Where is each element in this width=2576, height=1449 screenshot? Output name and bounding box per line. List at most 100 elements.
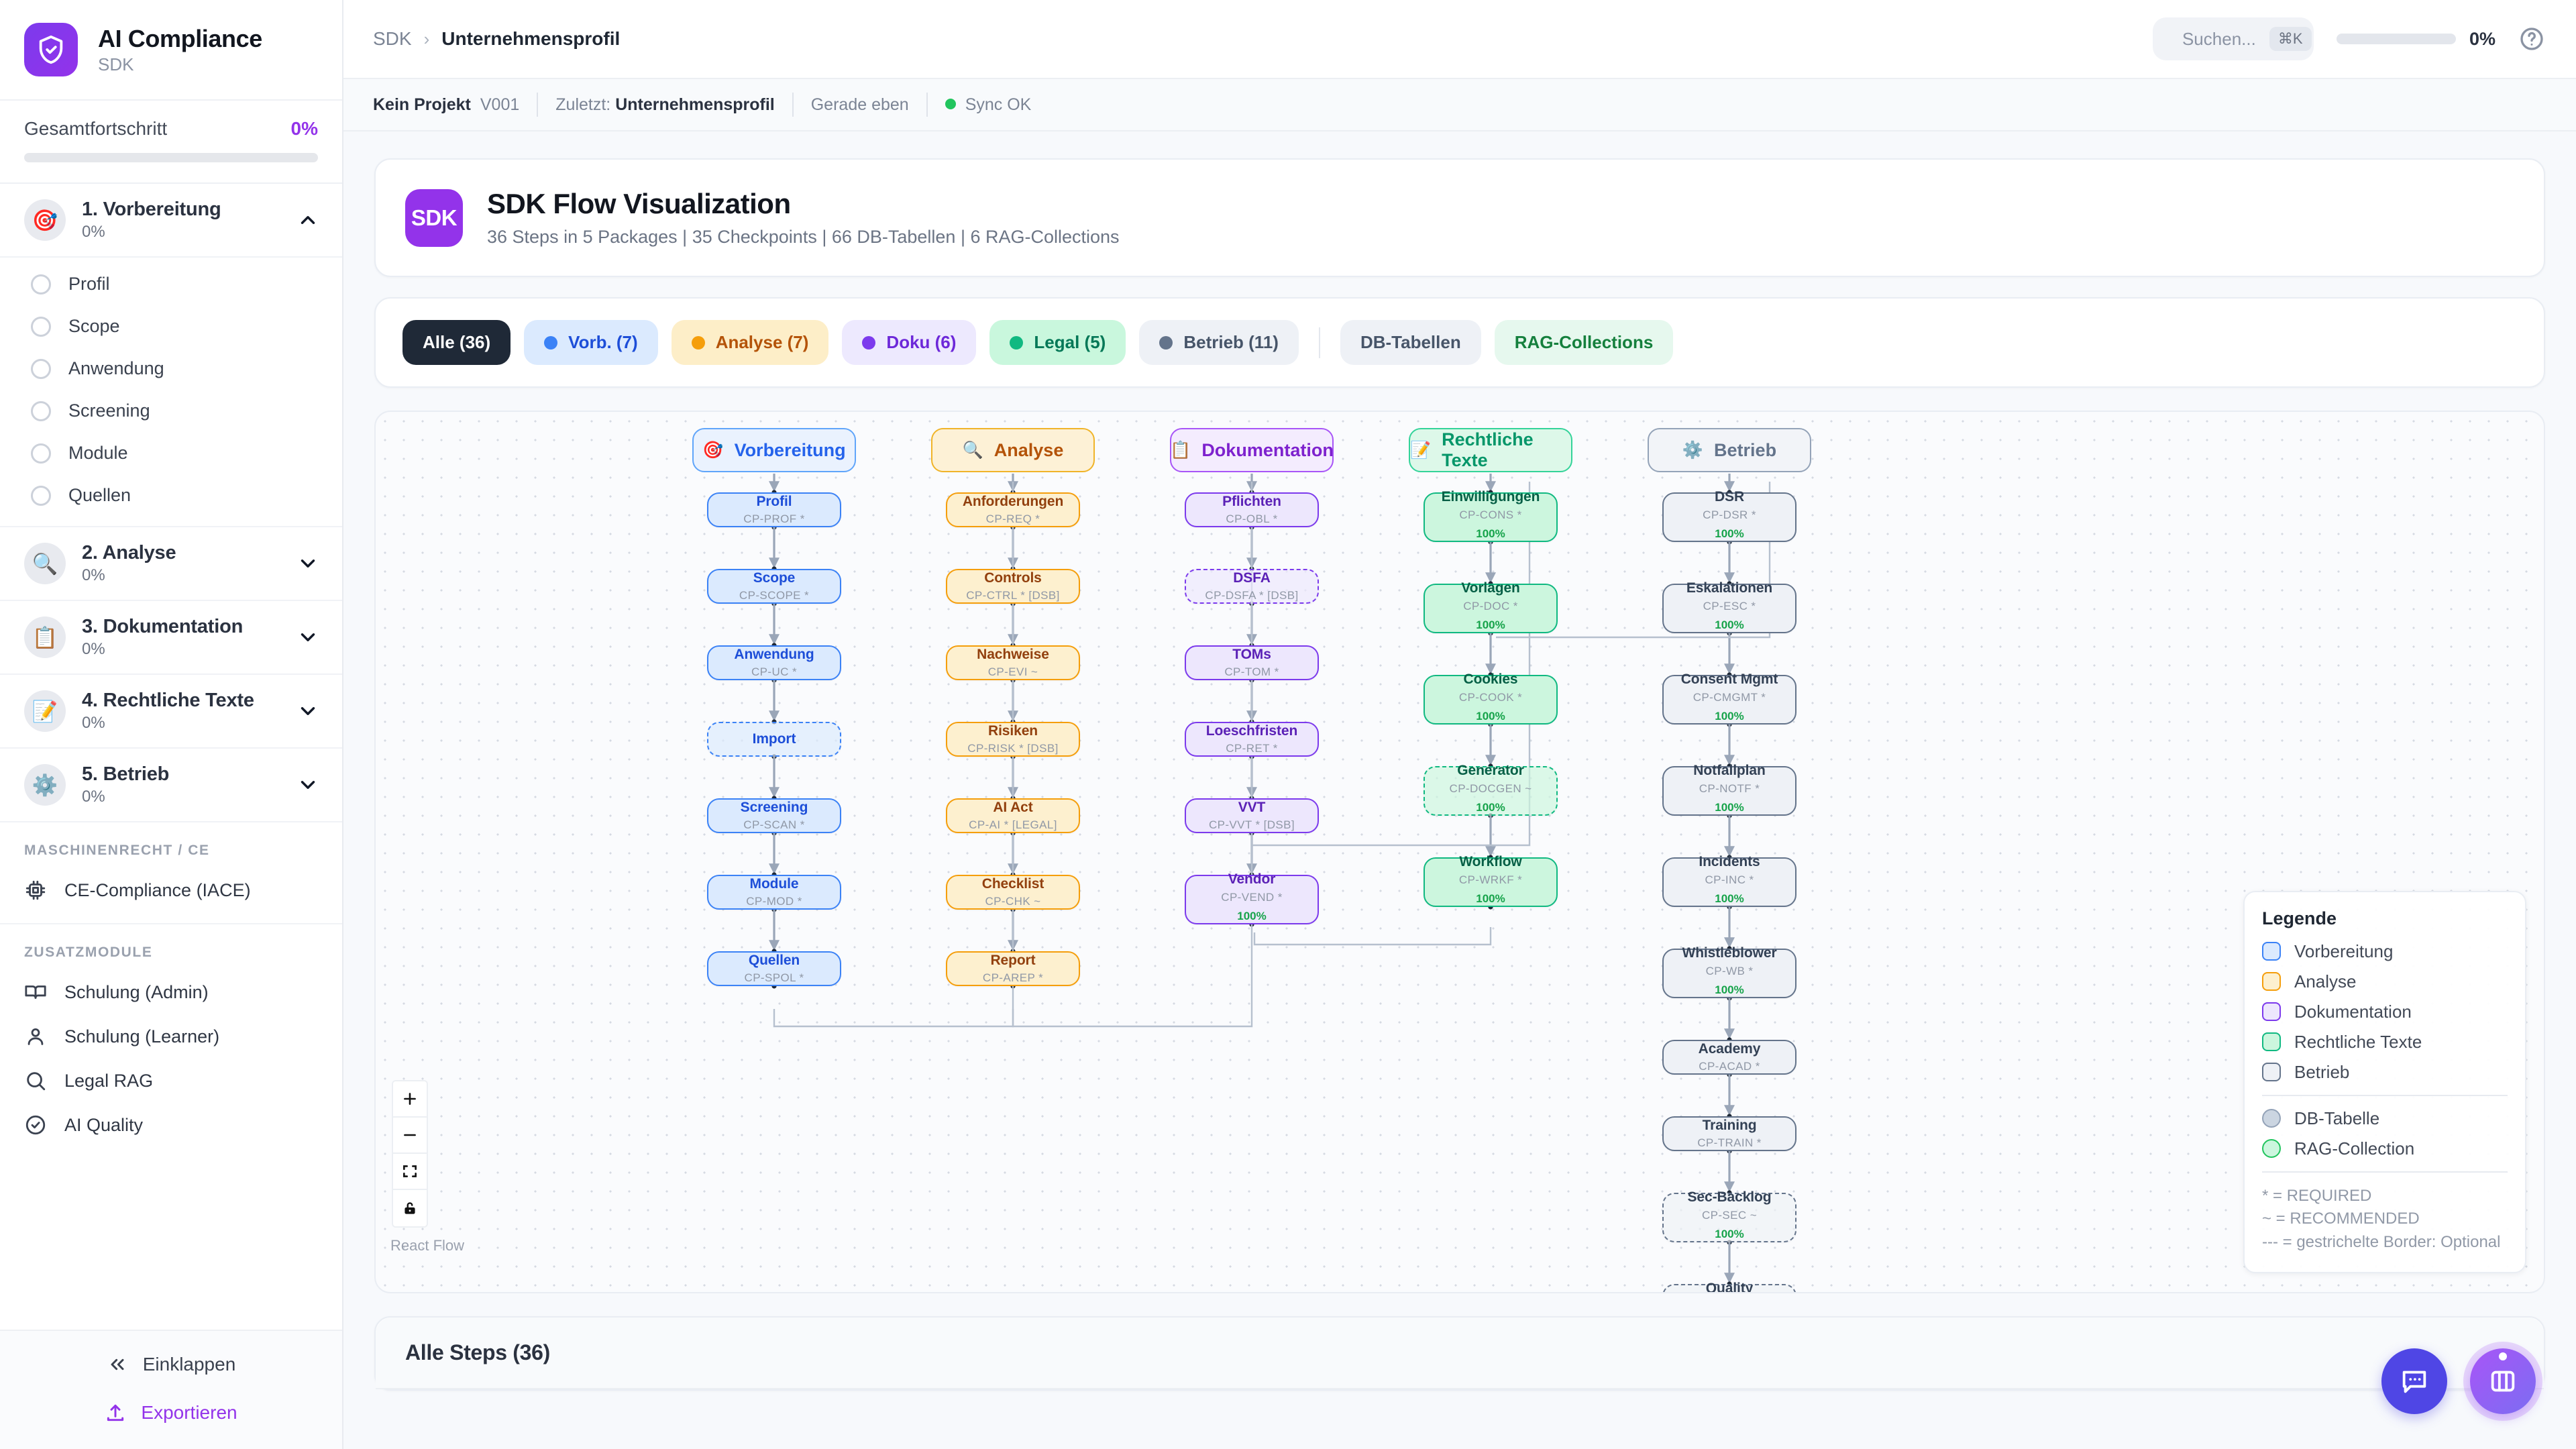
status-circle-icon <box>31 274 51 294</box>
version-label: V001 <box>480 95 520 114</box>
node-code: CP-VEND * <box>1221 890 1283 904</box>
sidebar-phase-dokumentation[interactable]: 📋 3. Dokumentation 0% <box>0 601 342 675</box>
legend-row-package: Dokumentation <box>2262 1002 2508 1022</box>
chevron-down-icon[interactable] <box>297 626 319 649</box>
help-icon[interactable] <box>2518 25 2545 52</box>
lock-button[interactable] <box>393 1190 427 1226</box>
hero-card: SDK SDK Flow Visualization 36 Steps in 5… <box>374 158 2545 277</box>
node-code: CP-AREP * <box>982 971 1044 985</box>
chip-betrieb[interactable]: Betrieb (11) <box>1139 320 1299 365</box>
chip-alle[interactable]: Alle (36) <box>402 320 511 365</box>
chat-fab[interactable] <box>2381 1348 2447 1414</box>
sidebar-item-ce-compliance[interactable]: CE-Compliance (IACE) <box>0 868 342 912</box>
export-button[interactable]: Exportieren <box>0 1389 342 1437</box>
sidebar-item-legal-rag[interactable]: Legal RAG <box>0 1059 342 1103</box>
chip-legal[interactable]: Legal (5) <box>989 320 1126 365</box>
breadcrumb-root[interactable]: SDK <box>373 28 412 49</box>
zoom-in-button[interactable] <box>393 1081 427 1118</box>
search-input[interactable]: Suchen... ⌘K <box>2152 17 2314 60</box>
chip-vorbereitung[interactable]: Vorb. (7) <box>524 320 658 365</box>
sidebar-item-quellen[interactable]: Quellen <box>0 474 342 517</box>
sidebar-item-ai-quality[interactable]: AI Quality <box>0 1103 342 1147</box>
sidebar-phase-rechtliche-texte[interactable]: 📝 4. Rechtliche Texte 0% <box>0 675 342 749</box>
flow-controls[interactable] <box>392 1080 428 1228</box>
sidebar-phase-betrieb[interactable]: ⚙️ 5. Betrieb 0% <box>0 749 342 822</box>
flow-canvas[interactable]: 🎯Vorbereitung🔍Analyse📋Dokumentation📝Rech… <box>374 411 2545 1293</box>
node-progress-value: 100% <box>1476 527 1505 540</box>
chip-rag-collections[interactable]: RAG-Collections <box>1494 320 1674 365</box>
page-title: SDK Flow Visualization <box>487 188 791 219</box>
sidebar-brand[interactable]: AI Compliance SDK <box>0 0 342 101</box>
node-title: Import <box>752 731 796 747</box>
zoom-out-button[interactable] <box>393 1118 427 1154</box>
sidebar-item-module[interactable]: Module <box>0 432 342 474</box>
panel-fab[interactable] <box>2470 1348 2536 1414</box>
overall-progress: Gesamtfortschritt 0% <box>0 101 342 184</box>
node-title: Cookies <box>1463 672 1518 688</box>
sidebar-phase-vorbereitung[interactable]: 🎯 1. Vorbereitung 0% <box>0 184 342 258</box>
chevron-down-icon[interactable] <box>297 773 319 796</box>
sidebar-item-label: AI Quality <box>64 1114 144 1135</box>
node-code: CP-CHK ~ <box>985 895 1041 908</box>
sidebar-item-schulung-learner[interactable]: Schulung (Learner) <box>0 1014 342 1059</box>
fit-view-button[interactable] <box>393 1154 427 1190</box>
node-title: Controls <box>984 570 1042 586</box>
node-progress-value: 100% <box>1715 800 1744 814</box>
chip-doku[interactable]: Doku (6) <box>842 320 977 365</box>
node-title: Workflow <box>1459 854 1522 870</box>
chip-db-tabellen[interactable]: DB-Tabellen <box>1340 320 1481 365</box>
chip-analyse[interactable]: Analyse (7) <box>671 320 829 365</box>
step-label: Profil <box>68 274 110 294</box>
chevron-up-icon[interactable] <box>297 209 319 231</box>
sidebar-item-schulung-admin[interactable]: Schulung (Admin) <box>0 970 342 1014</box>
flow-lane-analyse: 🔍Analyse <box>931 428 1095 472</box>
flow-node-quality[interactable]: QualityCP-QUAL ~100% <box>1662 1281 1796 1292</box>
sidebar-phase-analyse[interactable]: 🔍 2. Analyse 0% <box>0 527 342 601</box>
collapse-sidebar-button[interactable]: Einklappen <box>0 1340 342 1389</box>
chevron-down-icon[interactable] <box>297 700 319 722</box>
node-code: CP-MOD * <box>746 895 802 908</box>
sidebar-item-screening[interactable]: Screening <box>0 390 342 432</box>
node-title: Whistleblower <box>1682 945 1777 961</box>
last-edited: Zuletzt: Unternehmensprofil <box>555 95 775 114</box>
chip-dot-icon <box>691 335 705 350</box>
sidebar-item-profil[interactable]: Profil <box>0 263 342 305</box>
chevron-down-icon[interactable] <box>297 552 319 575</box>
sidebar-item-scope[interactable]: Scope <box>0 305 342 347</box>
sidebar-item-anwendung[interactable]: Anwendung <box>0 347 342 390</box>
flow-node-import[interactable]: Import <box>707 722 841 757</box>
